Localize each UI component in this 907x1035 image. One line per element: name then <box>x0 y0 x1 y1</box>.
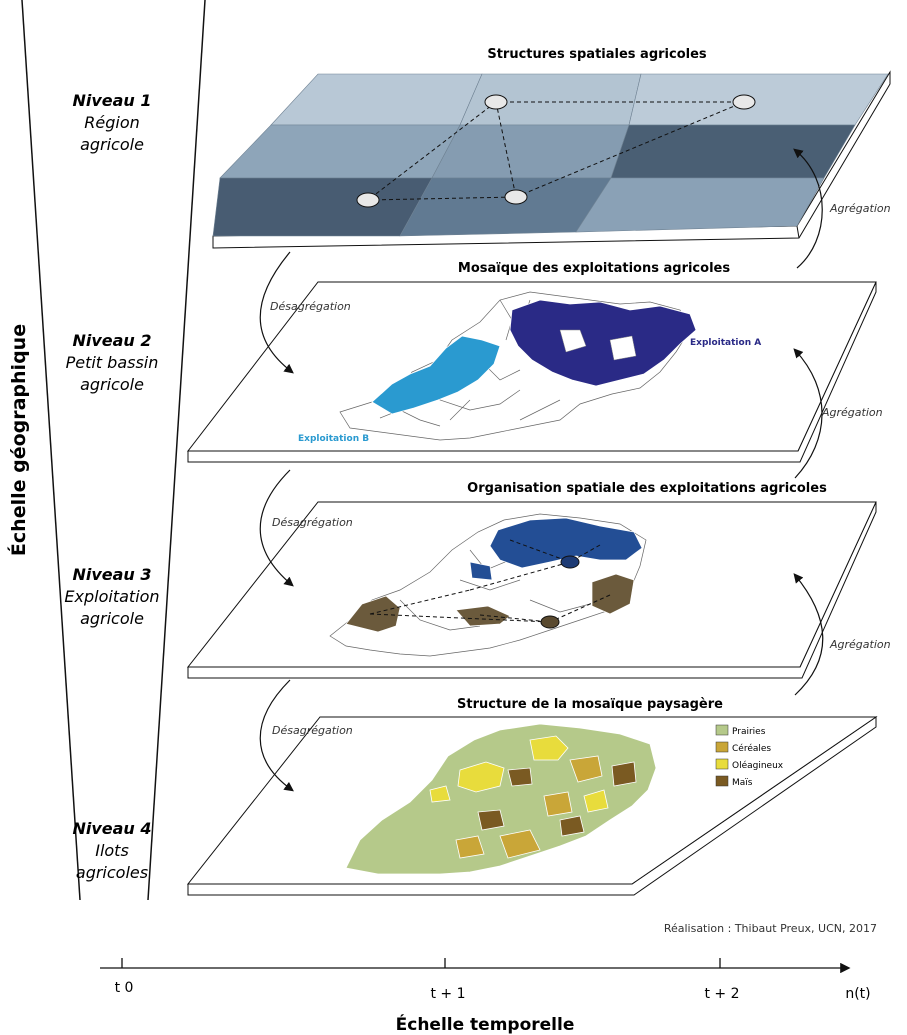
level-4-label: Niveau 4 Ilots agricoles <box>72 819 151 882</box>
exploitation-a: Exploitation A <box>509 299 761 387</box>
tick-t1: t + 1 <box>430 986 465 1002</box>
plane-2-farm-mosaic: Mosaïque des exploitations agricoles Exp… <box>186 261 877 463</box>
disaggregation-label-3: Désagrégation <box>272 724 353 737</box>
legend-prairies-swatch <box>715 724 729 736</box>
level-2-label: Niveau 2 Petit bassin agricole <box>66 331 159 394</box>
svg-text:Niveau 2: Niveau 2 <box>72 331 151 350</box>
disaggregation-label-1: Désagrégation <box>270 300 351 313</box>
organisation-blue-farm <box>469 517 643 581</box>
legend-oleagineux-swatch <box>715 758 729 770</box>
legend-oleagineux-label: Oléagineux <box>732 760 784 771</box>
region-nodes <box>356 94 756 208</box>
svg-text:agricoles: agricoles <box>76 863 148 882</box>
legend-cereales-label: Céréales <box>732 743 771 754</box>
region-network <box>367 101 745 201</box>
disaggregation-label-2: Désagrégation <box>272 516 353 529</box>
plane-1-regional-structure: Structures spatiales agricoles <box>212 47 891 249</box>
svg-text:Niveau 1: Niveau 1 <box>72 91 151 110</box>
legend-mais-swatch <box>715 775 729 787</box>
svg-text:agricole: agricole <box>80 375 144 394</box>
exploitation-b-label: Exploitation B <box>298 434 369 444</box>
level-1-label: Niveau 1 Région agricole <box>72 91 151 154</box>
svg-text:Niveau 3: Niveau 3 <box>72 565 151 584</box>
tick-nt: n(t) <box>845 986 870 1002</box>
geographic-scale-funnel <box>21 0 206 901</box>
organisation-links <box>369 539 611 623</box>
exploitation-b: Exploitation B <box>298 335 501 444</box>
landscape-parcels <box>345 723 657 875</box>
brown-farm-hq <box>540 615 560 629</box>
aggregation-label-1: Agrégation <box>829 202 891 215</box>
svg-text:Ilots: Ilots <box>95 841 129 860</box>
svg-text:agricole: agricole <box>80 135 144 154</box>
vertical-axis-label: Échelle géographique <box>7 324 30 556</box>
credit-note: Réalisation : Thibaut Preux, UCN, 2017 <box>664 922 877 935</box>
svg-text:Exploitation: Exploitation <box>64 587 159 606</box>
plane-3-farm-organisation: Organisation spatiale des exploitations … <box>186 481 877 679</box>
region-grid <box>212 73 889 237</box>
svg-text:Région: Région <box>84 113 140 132</box>
plane-4-title: Structure de la mosaïque paysagère <box>457 697 723 712</box>
disaggregation-arrows <box>259 251 294 792</box>
plane-3-title: Organisation spatiale des exploitations … <box>467 481 827 496</box>
plane-2-title: Mosaïque des exploitations agricoles <box>458 261 730 276</box>
svg-text:Niveau 4: Niveau 4 <box>72 819 151 838</box>
tick-t0: t 0 <box>115 980 134 996</box>
blue-farm-hq <box>560 555 580 569</box>
aggregation-label-2: Agrégation <box>821 406 883 419</box>
svg-text:agricole: agricole <box>80 609 144 628</box>
legend-cereales-swatch <box>715 741 729 753</box>
legend-mais-label: Maïs <box>732 778 753 788</box>
tick-t2: t + 2 <box>704 986 739 1002</box>
svg-text:Petit bassin: Petit bassin <box>66 353 159 372</box>
plane-4-landscape-mosaic: Structure de la mosaïque paysagère Prair… <box>186 697 878 896</box>
time-axis <box>100 958 851 974</box>
aggregation-arrows <box>793 148 824 696</box>
aggregation-label-3: Agrégation <box>829 638 891 651</box>
exploitation-a-label: Exploitation A <box>690 338 761 348</box>
horizontal-axis-label: Échelle temporelle <box>396 1013 575 1035</box>
plane-1-title: Structures spatiales agricoles <box>487 47 707 62</box>
landscape-legend: Prairies Céréales Oléagineux Maïs <box>715 724 784 788</box>
level-3-label: Niveau 3 Exploitation agricole <box>64 565 159 628</box>
legend-prairies-label: Prairies <box>732 727 766 737</box>
